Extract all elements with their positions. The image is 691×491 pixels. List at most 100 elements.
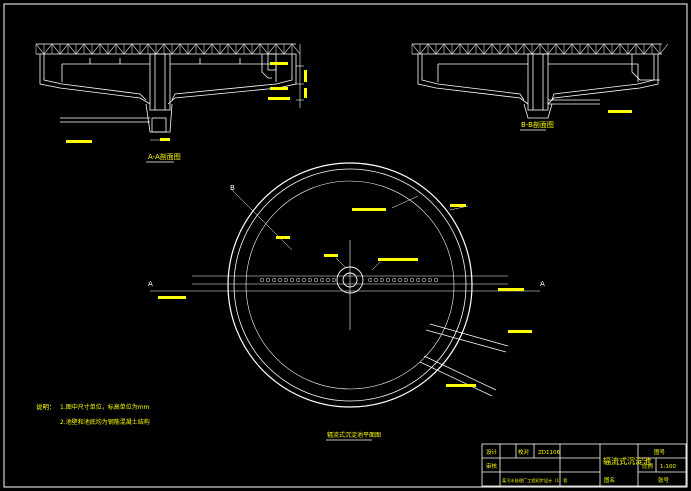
- truss-diagonal: [123, 43, 133, 55]
- bb-dimension-marks: [608, 110, 632, 113]
- plan-effluent-weir: [245, 180, 455, 390]
- plan-leader-3: [231, 189, 293, 251]
- section-aa: [35, 43, 304, 141]
- truss-diagonal: [75, 43, 85, 55]
- truss-diagonal: [539, 43, 549, 55]
- plan-bridge-orifices: [259, 277, 439, 283]
- bb-section-title: B-B剖面图: [521, 120, 554, 129]
- bridge-orifice: [265, 277, 271, 283]
- truss-diagonal: [643, 43, 653, 55]
- bridge-orifice: [391, 277, 397, 283]
- truss-diagonal: [291, 43, 301, 55]
- plan-outer-wall-outer: [227, 162, 473, 408]
- aa-dimension-marks: [66, 62, 307, 143]
- truss-diagonal: [507, 43, 517, 55]
- truss-diagonal: [227, 43, 237, 55]
- bridge-orifice: [295, 277, 301, 283]
- plan-leader-1: [391, 195, 419, 209]
- truss-diagonal: [235, 43, 245, 55]
- aa-walkway-truss: [35, 43, 301, 55]
- bridge-orifice: [433, 277, 439, 283]
- truss-diagonal: [435, 43, 445, 55]
- aa-section-title: A-A剖面图: [148, 152, 181, 161]
- truss-diagonal: [603, 43, 613, 55]
- truss-diagonal: [427, 43, 437, 55]
- truss-diagonal: [147, 43, 157, 55]
- truss-diagonal: [619, 43, 629, 55]
- plan-title: 辐流式沉淀池平面图: [327, 431, 381, 439]
- plan-section-label-a-right: A: [540, 280, 545, 288]
- plan-outer-wall-inner: [233, 168, 467, 402]
- notes-lead: 说明：: [36, 402, 56, 411]
- truss-diagonal: [195, 43, 205, 55]
- bridge-orifice: [319, 277, 325, 283]
- bridge-orifice: [403, 277, 409, 283]
- truss-diagonal: [523, 43, 533, 55]
- bb-walkway-truss: [411, 43, 669, 55]
- bridge-orifice: [427, 277, 433, 283]
- truss-diagonal: [203, 43, 213, 55]
- truss-diagonal: [67, 43, 77, 55]
- section-bb: [411, 43, 669, 119]
- bridge-orifice: [421, 277, 427, 283]
- truss-diagonal: [91, 43, 101, 55]
- bridge-orifice: [301, 277, 307, 283]
- plan-leader-4: [335, 257, 347, 269]
- title-block-scale-value: 1:100: [660, 464, 676, 470]
- truss-diagonal: [163, 43, 173, 55]
- truss-diagonal: [515, 43, 525, 55]
- truss-diagonal: [411, 43, 421, 55]
- truss-diagonal: [579, 43, 589, 55]
- truss-diagonal: [547, 43, 557, 55]
- plan-section-label-b-top: B: [230, 184, 235, 192]
- bridge-orifice: [397, 277, 403, 283]
- truss-diagonal: [43, 43, 53, 55]
- bridge-orifice: [379, 277, 385, 283]
- truss-diagonal: [115, 43, 125, 55]
- bridge-orifice: [367, 277, 373, 283]
- title-block-row2-b: 某污水处理厂工程初步设计（1）套: [502, 477, 568, 484]
- bridge-orifice: [313, 277, 319, 283]
- truss-diagonal: [283, 43, 293, 55]
- plan-section-label-a-left: A: [148, 280, 153, 288]
- truss-diagonal: [83, 43, 93, 55]
- truss-diagonal: [443, 43, 453, 55]
- truss-diagonal: [459, 43, 469, 55]
- drawing-frame: [3, 3, 688, 488]
- truss-diagonal: [419, 43, 429, 55]
- truss-diagonal: [179, 43, 189, 55]
- plan-leader-5: [371, 261, 381, 271]
- bridge-orifice: [325, 277, 331, 283]
- title-block-sheet-label: 图号: [654, 448, 666, 456]
- truss-diagonal: [251, 43, 261, 55]
- truss-diagonal: [475, 43, 485, 55]
- plan-dimension-marks: [158, 204, 532, 387]
- truss-diagonal: [275, 43, 285, 55]
- truss-diagonal: [555, 43, 565, 55]
- truss-diagonal: [219, 43, 229, 55]
- bridge-orifice: [409, 277, 415, 283]
- truss-diagonal: [171, 43, 181, 55]
- bridge-orifice: [415, 277, 421, 283]
- truss-diagonal: [259, 43, 269, 55]
- truss-diagonal: [491, 43, 501, 55]
- notes-line-2: 2.池壁和池底均为钢筋混凝土结构: [60, 418, 150, 426]
- truss-diagonal: [139, 43, 149, 55]
- truss-diagonal: [467, 43, 477, 55]
- truss-diagonal: [571, 43, 581, 55]
- truss-diagonal: [635, 43, 645, 55]
- bridge-orifice: [385, 277, 391, 283]
- title-block-row2-a: 审核: [486, 462, 498, 470]
- truss-diagonal: [651, 43, 661, 55]
- title-block-page-label: 张号: [658, 476, 670, 484]
- truss-diagonal: [531, 43, 541, 55]
- truss-diagonal: [499, 43, 509, 55]
- truss-diagonal: [107, 43, 117, 55]
- title-block-row1-b: 校对: [518, 448, 530, 456]
- truss-diagonal: [187, 43, 197, 55]
- truss-diagonal: [35, 43, 45, 55]
- title-block-drawing-no: ZD1106: [538, 450, 561, 456]
- bridge-orifice: [277, 277, 283, 283]
- notes-line-1: 1.图中尺寸单位，标高单位为mm: [60, 403, 150, 411]
